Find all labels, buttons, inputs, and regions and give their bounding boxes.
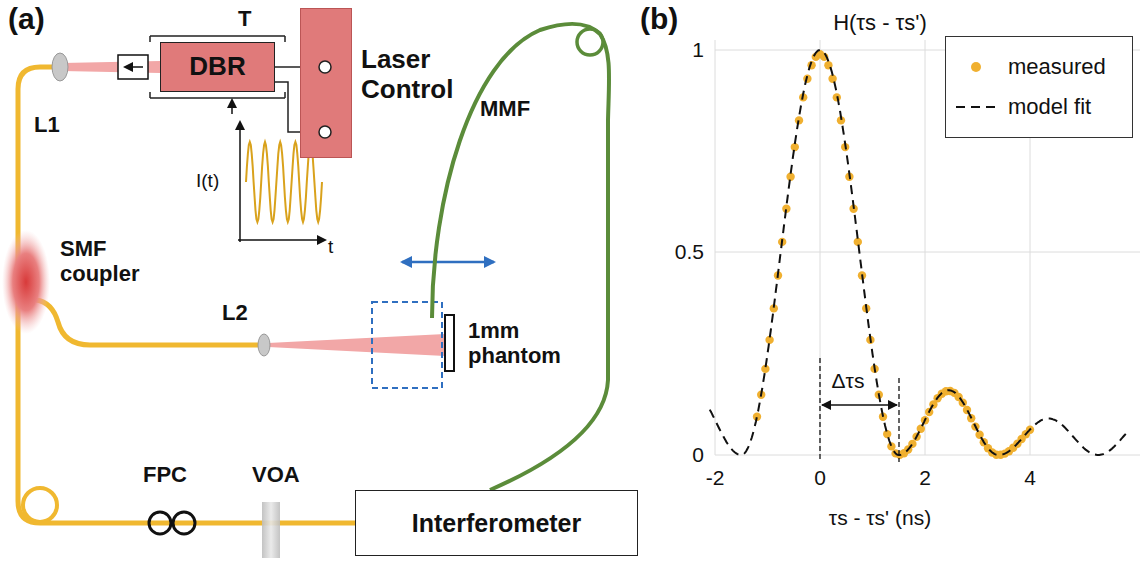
- measured-point: [963, 406, 971, 414]
- legend-text: measured: [1008, 54, 1106, 80]
- tick-label: 2: [919, 466, 931, 490]
- fpc-paddle: [149, 512, 171, 534]
- tick-label: 0.5: [675, 240, 704, 264]
- measured-point: [917, 425, 925, 433]
- tick-label: 0: [692, 443, 704, 467]
- part-label: T: [238, 6, 251, 31]
- isolator-arrow: [125, 66, 143, 68]
- measured-point: [786, 173, 794, 181]
- part-label: FPC: [143, 462, 187, 487]
- part-label: VOA: [252, 462, 300, 487]
- part-label: L2: [222, 300, 248, 325]
- dimension-label: Δτs: [830, 369, 867, 393]
- model-fit-curve: [710, 50, 1130, 455]
- part-label: I(t): [196, 170, 219, 192]
- terminal-set: [300, 8, 352, 158]
- optical-isolator: [118, 55, 148, 79]
- tick-label: 1: [692, 38, 704, 62]
- probe-beam: [268, 334, 445, 356]
- lens-l1: [52, 53, 68, 81]
- smf-coupler: [2, 230, 50, 334]
- measured-point: [975, 431, 983, 439]
- legend-text: model fit: [1008, 94, 1091, 120]
- node-label: Laser Control: [361, 45, 471, 105]
- control-wire: [275, 66, 300, 68]
- tick-label: -2: [706, 466, 725, 490]
- part-label: 1mm phantom: [468, 318, 568, 369]
- lens-l2: [258, 334, 270, 356]
- multimode-fiber: [432, 24, 609, 490]
- voa-attenuator: [262, 502, 280, 558]
- terminal: [319, 126, 331, 138]
- legend-row: measured: [954, 47, 1124, 87]
- mmf-loop: [577, 29, 603, 55]
- delta-annotation: [820, 358, 899, 462]
- legend-dash-sample: [954, 97, 998, 117]
- node-label: Interferometer: [412, 509, 582, 538]
- terminal: [319, 61, 331, 73]
- plot-legend: measured model fit: [945, 36, 1133, 138]
- controller-box: Laser Control: [300, 8, 352, 158]
- part-label: L1: [34, 112, 60, 137]
- plot-grid: [715, 40, 1140, 455]
- measured-point: [791, 143, 799, 151]
- fiber-branch: [36, 300, 258, 345]
- instrument-box: Interferometer: [355, 490, 638, 556]
- scan-arrow: [402, 261, 494, 264]
- tick-label: 4: [1024, 466, 1036, 490]
- node-label: DBR: [189, 52, 245, 82]
- part-label: t: [328, 236, 333, 258]
- part-label: SMF coupler: [60, 236, 150, 287]
- part-label: τs - τs' (ns): [829, 506, 931, 530]
- part-label: (b): [640, 2, 678, 37]
- part-label: MMF: [480, 96, 530, 121]
- tick-label: 0: [814, 466, 826, 490]
- legend-dot-sample: [954, 57, 998, 77]
- dbr-housing: [150, 36, 285, 98]
- phantom-slab: [445, 315, 454, 371]
- plot-curves: [710, 50, 1130, 459]
- sample-dash: [956, 106, 996, 108]
- control-wire: [275, 82, 300, 132]
- fpc-paddle: [173, 512, 195, 534]
- measured-point: [887, 442, 895, 450]
- part-label: (a): [8, 2, 45, 37]
- sample-dot: [971, 62, 981, 72]
- part-label: H(τs - τs'): [833, 10, 927, 35]
- measured-point: [828, 75, 836, 83]
- legend-row: model fit: [954, 87, 1124, 127]
- fiber-loop: [23, 488, 57, 522]
- laser-box: DBR: [160, 42, 275, 92]
